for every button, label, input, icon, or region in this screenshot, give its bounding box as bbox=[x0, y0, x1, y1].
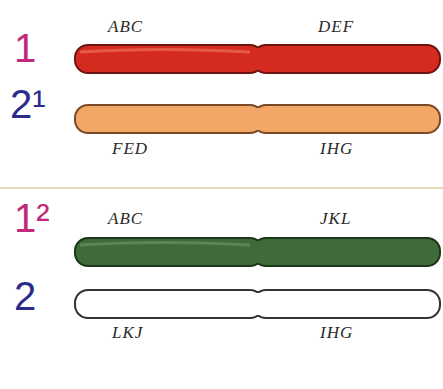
gene-label-holder: LKJ bbox=[112, 324, 143, 343]
chromosome-number: 2¹ bbox=[10, 82, 46, 126]
gene-label: JKL bbox=[320, 209, 351, 228]
chromosome bbox=[75, 238, 440, 266]
gene-label-holder: FED bbox=[112, 140, 148, 159]
gene-label-holder: IHG bbox=[320, 324, 353, 343]
chromosome bbox=[75, 290, 440, 318]
gene-label-holder: JKL bbox=[320, 210, 351, 229]
chromosome-number-holder: 2 bbox=[14, 274, 36, 318]
gene-label-holder: ABC bbox=[108, 18, 143, 37]
gene-label-holder: DEF bbox=[318, 18, 354, 37]
gene-label: IHG bbox=[320, 139, 353, 158]
chromosome-number: 1 bbox=[14, 26, 36, 70]
chromosome-number-holder: 2¹ bbox=[10, 82, 46, 126]
gene-label-holder: ABC bbox=[108, 210, 143, 229]
chromosome-number: 2 bbox=[14, 274, 36, 318]
gene-label: ABC bbox=[108, 17, 143, 36]
gene-label: LKJ bbox=[112, 323, 143, 342]
divider-line bbox=[0, 187, 443, 189]
chromosome-number-holder: 1 bbox=[14, 26, 36, 70]
gene-label: IHG bbox=[320, 323, 353, 342]
chromosome bbox=[75, 105, 440, 133]
gene-label: FED bbox=[112, 139, 148, 158]
gene-label: ABC bbox=[108, 209, 143, 228]
chromosome-number: 1² bbox=[14, 196, 50, 240]
gene-label: DEF bbox=[318, 17, 354, 36]
chromosome-number-holder: 1² bbox=[14, 196, 50, 240]
chromosome bbox=[75, 45, 440, 73]
gene-label-holder: IHG bbox=[320, 140, 353, 159]
